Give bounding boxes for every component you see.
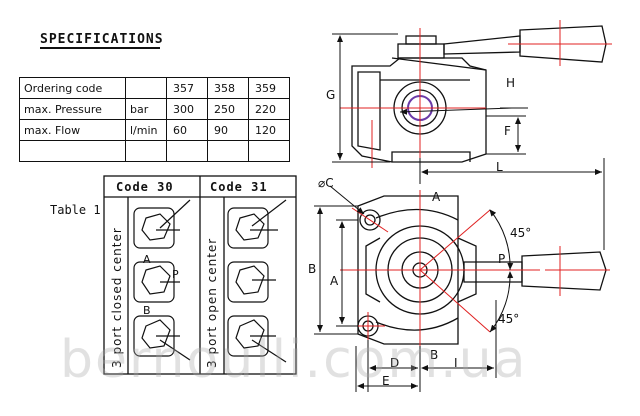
dim-b-left: B: [308, 262, 317, 276]
spec-title: SPECIFICATIONS: [40, 32, 164, 47]
front-view-centerlines: [340, 190, 610, 360]
valve-symbol-closed-top: [133, 199, 191, 249]
port-p-label: P: [172, 268, 179, 281]
dim-p: P: [498, 252, 506, 266]
code30-header: Code 30: [116, 180, 174, 194]
angle-bottom: 45°: [498, 312, 520, 326]
dim-c: ⌀C: [318, 176, 334, 190]
side-view-dims: [332, 33, 528, 163]
dim-a-top: A: [432, 190, 441, 204]
cell-value: 60: [166, 119, 208, 141]
dim-a-left: A: [330, 274, 339, 288]
table1-label: Table 1: [50, 203, 101, 217]
side-view: [351, 25, 607, 163]
code31-header: Code 31: [210, 180, 268, 194]
cell-value: [248, 140, 290, 162]
row-label: Ordering code: [19, 77, 126, 99]
table-row: Ordering code 357 358 359: [19, 77, 290, 99]
dim-g: G: [326, 88, 336, 102]
port-a-label: A: [143, 253, 151, 266]
table-row: max. Flow l/min 60 90 120: [19, 119, 290, 141]
dim-f: F: [504, 124, 511, 138]
valve-symbol-open-top: [227, 199, 287, 249]
cell-value: 120: [248, 119, 290, 141]
valve-symbol-open-mid: [227, 261, 276, 303]
cell-value: 250: [207, 98, 249, 120]
dim-h: H: [506, 76, 516, 90]
valve-symbol-closed-mid: [133, 261, 180, 303]
dim-b-bottom: B: [430, 348, 439, 362]
table-row: [19, 140, 290, 162]
watermark: bernoulli.com.ua: [60, 330, 528, 390]
valve-symbol-open-bottom: [227, 315, 287, 363]
dim-d: D: [390, 356, 400, 370]
side-view-centerlines: [340, 20, 612, 172]
port-b-label: B: [143, 304, 151, 317]
title-underline: [40, 47, 160, 49]
spec-table: Ordering code 357 358 359 max. Pressure …: [19, 77, 290, 162]
dim-l: L: [496, 160, 503, 174]
valve-symbol-closed-bottom: [133, 315, 191, 361]
front-view-dims: [314, 158, 605, 392]
dim-e: E: [382, 374, 390, 388]
angle-top: 45°: [510, 226, 532, 240]
cell-value: 359: [248, 77, 290, 99]
symbol-table: [103, 175, 297, 375]
dim-i: I: [454, 356, 458, 370]
